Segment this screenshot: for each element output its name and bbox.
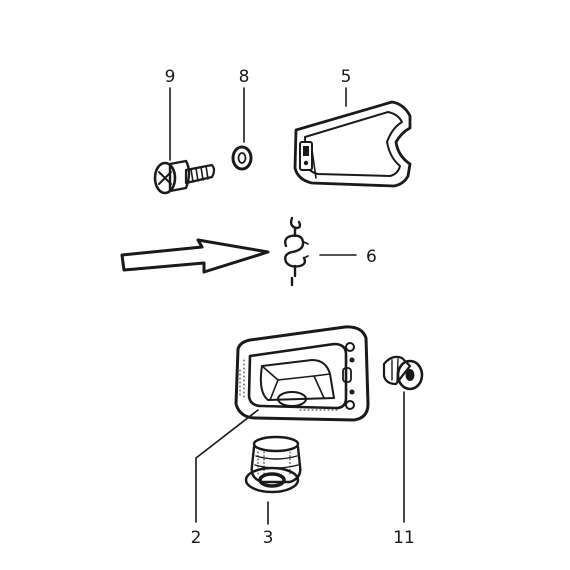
callout-11: 11 bbox=[393, 528, 415, 548]
part-9-screw bbox=[153, 159, 216, 195]
part-2-lamp-housing bbox=[234, 325, 370, 422]
callout-3: 3 bbox=[263, 528, 274, 548]
part-11-plug bbox=[382, 355, 424, 391]
part-6-spring-clip bbox=[283, 216, 309, 287]
direction-arrow bbox=[120, 238, 270, 274]
callout-2: 2 bbox=[191, 528, 202, 548]
callout-6: 6 bbox=[366, 247, 377, 267]
callout-9: 9 bbox=[165, 67, 176, 87]
leader-lines bbox=[169, 87, 405, 525]
part-8-washer bbox=[231, 145, 253, 171]
callout-5: 5 bbox=[341, 67, 352, 87]
part-3-grommet bbox=[244, 435, 302, 494]
part-5-lens-cover bbox=[293, 100, 412, 188]
callout-8: 8 bbox=[239, 67, 250, 87]
